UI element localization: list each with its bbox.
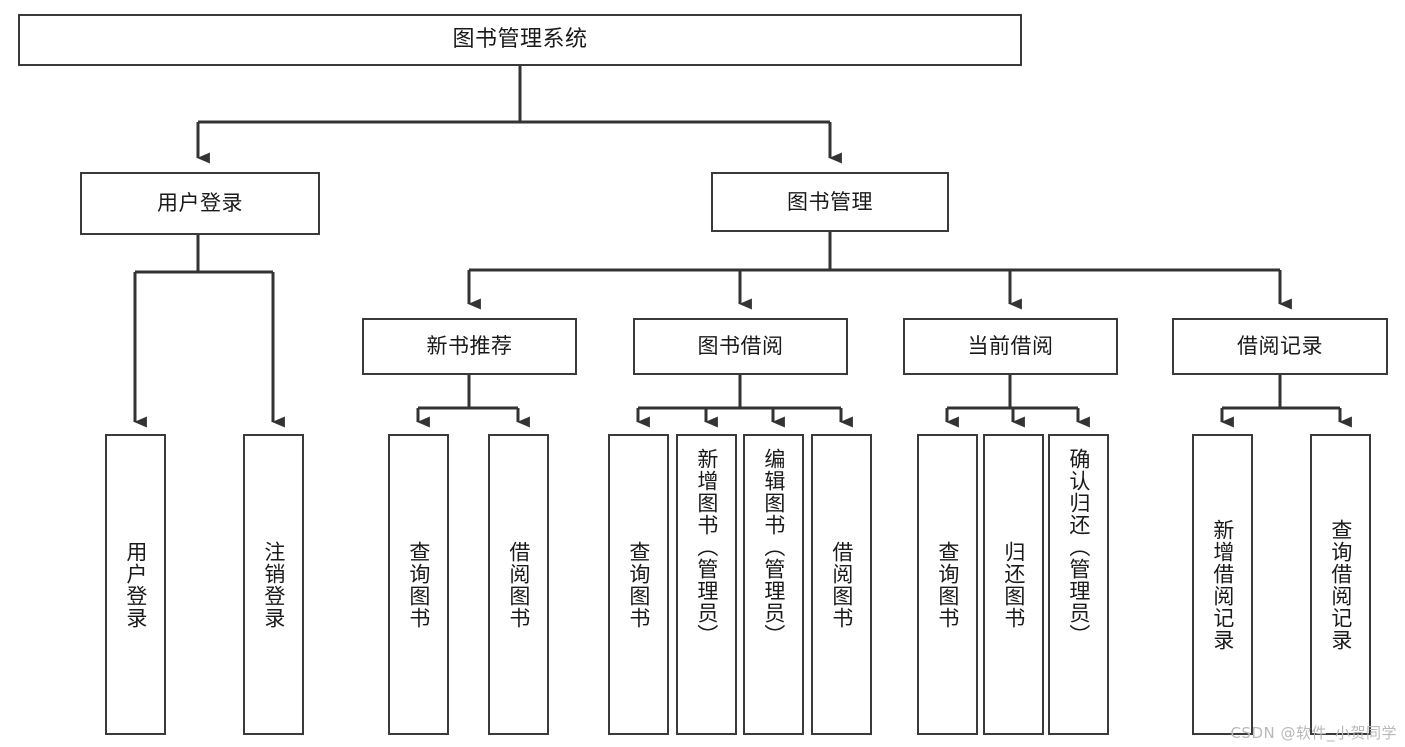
node-root-system[interactable]: 图书管理系统 xyxy=(18,14,1022,66)
node-label: 查询图书 xyxy=(935,540,960,629)
leaf-add-book[interactable]: 新增图书（管理员） xyxy=(676,434,737,735)
node-label: 借阅图书 xyxy=(829,540,854,629)
node-label: 注销登录 xyxy=(261,540,286,629)
leaf-query-book-current[interactable]: 查询图书 xyxy=(917,434,978,735)
node-label: 查询借阅记录 xyxy=(1328,518,1353,651)
node-label: 借阅图书 xyxy=(506,540,531,629)
leaf-logout[interactable]: 注销登录 xyxy=(243,434,304,735)
node-label: 用户登录 xyxy=(123,540,148,629)
node-label: 借阅记录 xyxy=(1237,334,1323,359)
node-borrow-record[interactable]: 借阅记录 xyxy=(1172,318,1388,375)
leaf-query-borrow-record[interactable]: 查询借阅记录 xyxy=(1310,434,1371,735)
node-book-borrow[interactable]: 图书借阅 xyxy=(633,318,848,375)
node-label: 图书借阅 xyxy=(697,334,784,359)
leaf-query-book-recommend[interactable]: 查询图书 xyxy=(388,434,449,735)
node-current-borrow[interactable]: 当前借阅 xyxy=(903,318,1118,375)
leaf-add-borrow-record[interactable]: 新增借阅记录 xyxy=(1192,434,1253,735)
node-label: 查询图书 xyxy=(626,540,651,629)
node-label: 图书管理 xyxy=(787,189,873,214)
leaf-borrow-book-recommend[interactable]: 借阅图书 xyxy=(488,434,549,735)
node-label: 当前借阅 xyxy=(967,334,1054,359)
node-new-book-recommend[interactable]: 新书推荐 xyxy=(362,318,577,375)
leaf-confirm-return[interactable]: 确认归还（管理员） xyxy=(1048,434,1109,735)
leaf-return-book[interactable]: 归还图书 xyxy=(983,434,1044,735)
leaf-user-login[interactable]: 用户登录 xyxy=(105,434,166,735)
node-label: 新书推荐 xyxy=(426,334,513,359)
leaf-query-book-borrow[interactable]: 查询图书 xyxy=(608,434,669,735)
node-label: 用户登录 xyxy=(157,191,243,216)
node-book-manage[interactable]: 图书管理 xyxy=(711,172,949,232)
node-label: 编辑图书（管理员） xyxy=(761,448,786,646)
node-label: 归还图书 xyxy=(1001,540,1026,629)
node-label: 新增借阅记录 xyxy=(1210,518,1235,651)
node-label: 图书管理系统 xyxy=(452,27,588,53)
node-label: 确认归还（管理员） xyxy=(1066,448,1091,646)
csdn-watermark: CSDN @软件_小贺同学 xyxy=(1230,724,1397,742)
node-label: 查询图书 xyxy=(406,540,431,629)
node-label: 新增图书（管理员） xyxy=(694,448,719,646)
leaf-borrow-book[interactable]: 借阅图书 xyxy=(811,434,872,735)
node-user-login[interactable]: 用户登录 xyxy=(80,172,320,235)
leaf-edit-book[interactable]: 编辑图书（管理员） xyxy=(743,434,804,735)
